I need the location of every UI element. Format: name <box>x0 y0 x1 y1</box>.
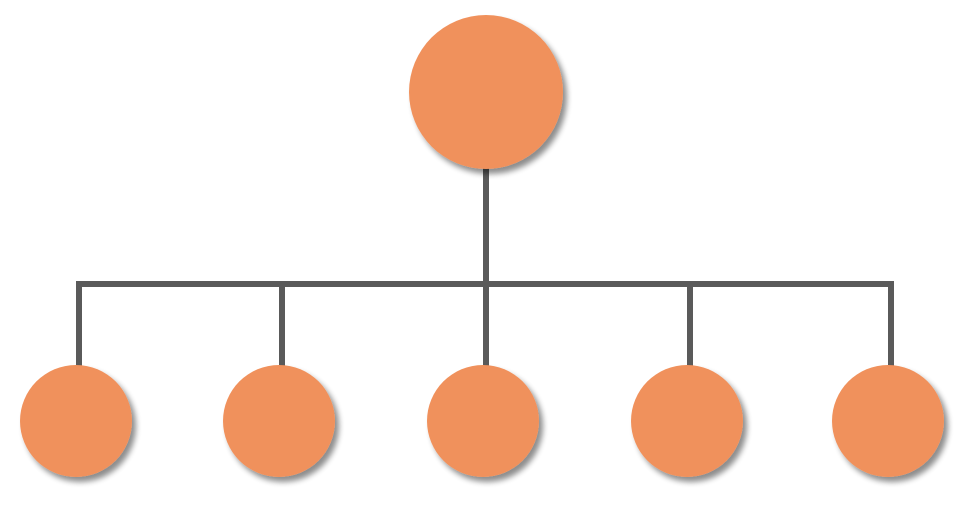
connectors <box>76 162 894 370</box>
nodes <box>20 15 944 477</box>
child-node-1 <box>20 365 132 477</box>
root-node <box>409 15 563 169</box>
child-node-5 <box>832 365 944 477</box>
child-node-4 <box>631 365 743 477</box>
child-node-3 <box>427 365 539 477</box>
child-node-2 <box>223 365 335 477</box>
